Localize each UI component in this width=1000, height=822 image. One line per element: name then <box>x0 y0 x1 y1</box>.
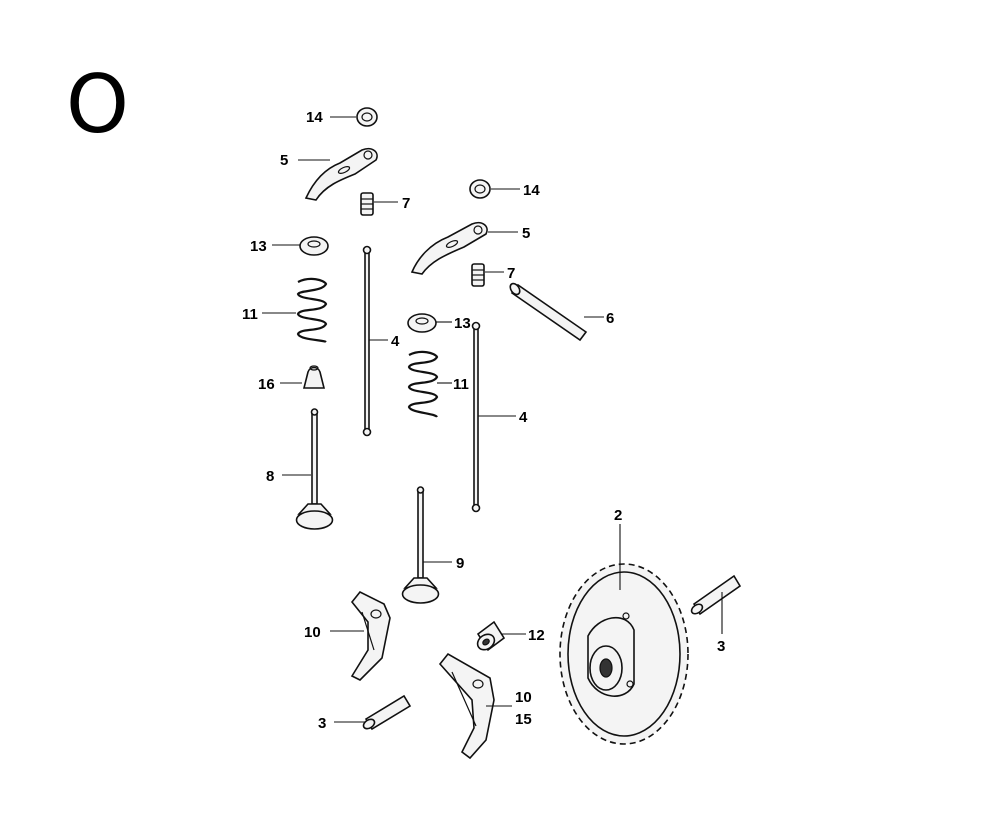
callout-5-right: 5 <box>522 225 530 242</box>
callout-9: 9 <box>456 555 464 572</box>
part-7-pivot-bolt-right[interactable] <box>471 263 485 287</box>
part-13-retainer-left[interactable] <box>299 236 329 256</box>
part-9-valve[interactable] <box>401 486 440 604</box>
part-10-cam-follower-right[interactable] <box>438 652 495 760</box>
part-4-push-rod-left[interactable] <box>362 245 372 437</box>
callout-4-right: 4 <box>519 409 528 426</box>
callout-14-left: 14 <box>306 109 323 126</box>
part-5-rocker-arm-left[interactable] <box>304 147 378 201</box>
part-11-valve-spring-right[interactable] <box>407 350 439 418</box>
part-12-collar[interactable] <box>475 620 506 653</box>
part-14-nut-right[interactable] <box>469 179 491 199</box>
part-3-pin-right[interactable] <box>690 574 742 616</box>
callout-4-left: 4 <box>391 333 400 350</box>
part-3-pin-left[interactable] <box>362 694 412 731</box>
part-13-retainer-right[interactable] <box>407 313 437 333</box>
callout-16: 16 <box>258 376 275 393</box>
part-2-camshaft-gear[interactable] <box>559 563 689 745</box>
callout-14-right: 14 <box>523 182 540 199</box>
part-16-stem-seal[interactable] <box>302 365 326 389</box>
callout-13-right: 13 <box>454 315 471 332</box>
part-14-nut-left[interactable] <box>356 107 378 127</box>
callout-11-left: 11 <box>242 306 258 323</box>
part-10-cam-follower-left[interactable] <box>350 590 391 681</box>
part-11-valve-spring-left[interactable] <box>296 277 328 344</box>
callout-8: 8 <box>266 468 274 485</box>
callout-3-right: 3 <box>717 638 725 655</box>
part-5-rocker-arm-right[interactable] <box>410 221 488 275</box>
callout-11-right: 11 <box>453 376 469 393</box>
callout-2: 2 <box>614 507 622 524</box>
part-4-push-rod-right[interactable] <box>471 321 481 513</box>
part-7-pivot-bolt-left[interactable] <box>360 192 374 216</box>
section-letter: O <box>66 58 129 151</box>
part-6-rocker-shaft[interactable] <box>508 282 588 342</box>
callout-15: 15 <box>515 711 532 728</box>
callout-7-right: 7 <box>507 265 515 282</box>
callout-7-left: 7 <box>402 195 410 212</box>
callout-3-left: 3 <box>318 715 326 732</box>
callout-13-left: 13 <box>250 238 267 255</box>
callout-10-left: 10 <box>304 624 321 641</box>
part-8-valve[interactable] <box>295 408 334 530</box>
callout-10-right: 10 <box>515 689 532 706</box>
callout-5-left: 5 <box>280 152 288 169</box>
callout-12: 12 <box>528 627 545 644</box>
callout-6: 6 <box>606 310 614 327</box>
